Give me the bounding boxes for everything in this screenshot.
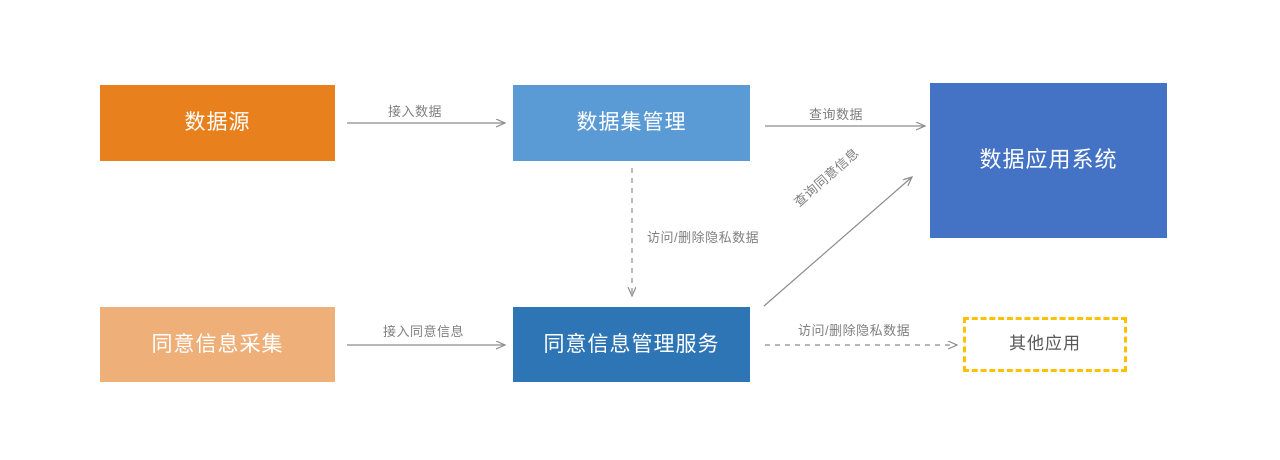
- edge-label-ingest-consent: 接入同意信息: [383, 324, 465, 339]
- node-data-source-label: 数据源: [184, 111, 251, 135]
- node-dataset-management[interactable]: 数据集管理: [513, 85, 750, 161]
- node-data-application-system-label: 数据应用系统: [979, 147, 1118, 173]
- edge-label-access-delete-privacy-horizontal: 访问/删除隐私数据: [798, 323, 911, 338]
- arrow-query-consent: [763, 177, 912, 307]
- node-data-application-system[interactable]: 数据应用系统: [930, 83, 1167, 238]
- node-consent-management-service[interactable]: 同意信息管理服务: [513, 307, 750, 382]
- node-other-application-label: 其他应用: [1009, 334, 1081, 354]
- node-consent-collection-label: 同意信息采集: [151, 332, 284, 356]
- node-other-application[interactable]: 其他应用: [963, 317, 1127, 372]
- node-data-source[interactable]: 数据源: [100, 85, 335, 161]
- node-dataset-management-label: 数据集管理: [576, 111, 687, 135]
- edge-label-ingest-data: 接入数据: [388, 104, 443, 119]
- edge-label-access-delete-privacy-vertical: 访问/删除隐私数据: [647, 230, 760, 245]
- edge-label-query-data: 查询数据: [809, 107, 864, 122]
- edge-label-query-consent: 查询同意信息: [790, 145, 862, 210]
- node-consent-collection[interactable]: 同意信息采集: [100, 307, 335, 382]
- node-consent-management-service-label: 同意信息管理服务: [543, 332, 720, 356]
